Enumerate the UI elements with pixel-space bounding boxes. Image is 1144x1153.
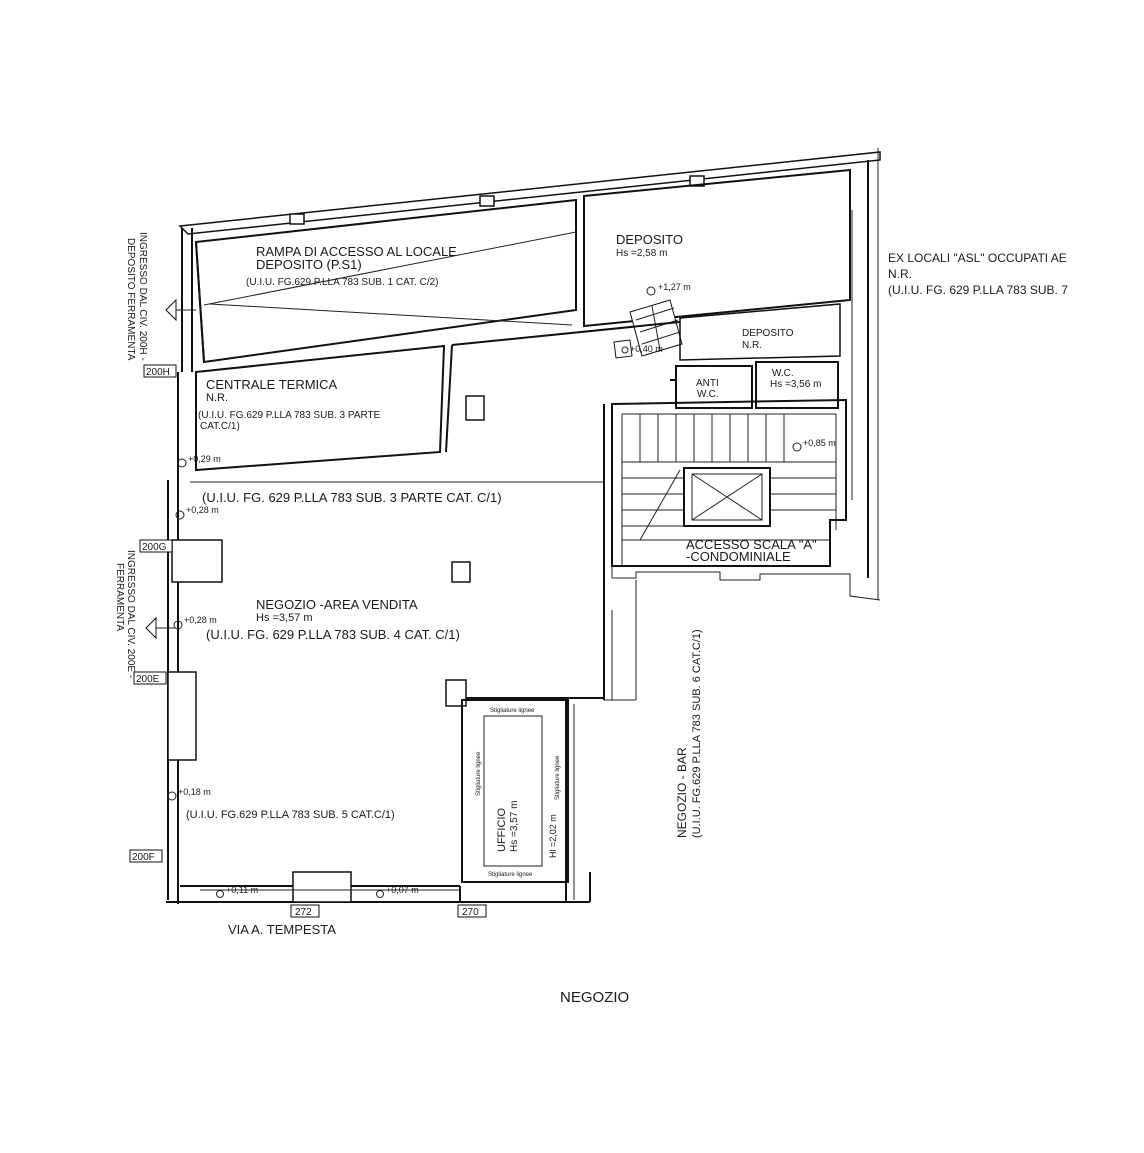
level-018: +0,18 m [178,787,211,797]
sub5-uiu: (U.I.U. FG.629 P.LLA 783 SUB. 5 CAT.C/1) [186,809,395,821]
soppalco-top: Stigliature lignee [490,708,535,714]
deposito-hs: Hs =2,58 m [616,248,667,259]
deposito-nr-title: DEPOSITO [742,328,794,339]
asl-label-1: EX LOCALI "ASL" OCCUPATI AE [888,251,1067,265]
pillar [465,395,485,421]
staircase-a: +0,85 m ACCESSO SCALA "A" -CONDOMINIALE [611,398,881,700]
civic-200g: 200G [142,542,167,553]
civic-200f: 200F [132,852,155,863]
level-marker [646,286,656,296]
room-anti-wc: ANTI W.C. [670,365,753,409]
room-negozio-area: (U.I.U. FG. 629 P.LLA 783 SUB. 3 PARTE C… [167,321,681,898]
level-028b: +0,28 m [184,615,217,625]
rampa-uiu: (U.I.U. FG.629 P.LLA 783 SUB. 1 CAT. C/2… [246,277,439,288]
level-028a: +0,28 m [186,505,219,515]
negozio-title: NEGOZIO -AREA VENDITA [256,597,418,612]
centrale-uiu-1: (U.I.U. FG.629 P.LLA 783 SUB. 3 PARTE [198,410,381,421]
room-deposito: DEPOSITO Hs =2,58 m +1,27 m +0,40 m [583,168,851,359]
entrance-mid-1: INGRESSO DAL CIV. 200E - [125,550,136,678]
negozio-hs: Hs =3,57 m [256,612,313,624]
civic-200e: 200E [136,674,160,685]
room-deposito-nr: DEPOSITO N.R. [679,303,841,361]
room-ufficio: Stigliature lignee Stigliature lignee St… [445,679,636,902]
asl-label-2: N.R. [888,267,912,281]
level-029: +0,29 m [188,454,221,464]
centrale-uiu-2: CAT.C/1) [200,421,240,432]
deposito-title: DEPOSITO [616,232,683,247]
level-011: +0,11 m [226,885,258,895]
anti-wc-label-1: ANTI [696,378,719,389]
bar-label-2: (U.I.U. FG.629 P.LLA 783 SUB. 6 CAT.C/1) [691,629,703,838]
pillar [451,561,471,583]
plan-caption: NEGOZIO [560,989,629,1006]
anti-wc-label-2: W.C. [697,389,719,400]
wc-hs: Hs =3,56 m [770,379,821,390]
level-007: +0,07 m [386,885,419,895]
ufficio-title: UFFICIO [496,808,508,852]
negozio-uiu: (U.I.U. FG. 629 P.LLA 783 SUB. 4 CAT. C/… [206,627,460,642]
sub3-uiu: (U.I.U. FG. 629 P.LLA 783 SUB. 3 PARTE C… [202,490,502,505]
neighbor-labels: EX LOCALI "ASL" OCCUPATI AE N.R. (U.I.U.… [675,251,1068,838]
deposito-level: +1,27 m [658,282,691,292]
civic-200h: 200H [146,367,170,378]
rampa-subtitle: DEPOSITO (P.S1) [256,257,362,272]
entrance-top-1: INGRESSO DAL CIV. 200H - [137,232,148,361]
level-085: +0,85 m [803,438,836,448]
entrance-top-2: DEPOSITO FERRAMENTA [125,238,136,361]
entrance-arrow-icon [145,616,157,640]
civic-272: 272 [295,907,312,918]
room-wc: W.C. Hs =3,56 m [755,361,839,409]
civic-270: 270 [462,907,479,918]
street-name: VIA A. TEMPESTA [228,922,336,937]
wc-title: W.C. [772,368,794,379]
room-rampa: RAMPA DI ACCESSO AL LOCALE DEPOSITO (P.S… [194,198,577,364]
scala-label-1: ACCESSO SCALA "A" [686,537,817,552]
rampa-title: RAMPA DI ACCESSO AL LOCALE [256,244,457,259]
ufficio-hs: Hs =3,57 m [509,801,520,852]
soppalco-left: Stigliature lignee [476,751,482,796]
ufficio-hl: Hl =2,02 m [548,814,558,858]
centrale-subtitle: N.R. [206,392,228,404]
deposito-nr-subtitle: N.R. [742,340,762,351]
walls [166,148,881,904]
entrance-mid-2: FERRAMENTA [114,563,125,631]
stair-level: +0,40 m [630,344,663,354]
bar-label-1: NEGOZIO - BAR [675,747,689,838]
room-centrale-termica: CENTRALE TERMICA N.R. (U.I.U. FG.629 P.L… [177,344,453,472]
scala-label-2: -CONDOMINIALE [686,549,791,564]
entrance-arrow-icon [165,298,177,322]
centrale-title: CENTRALE TERMICA [206,377,338,392]
soppalco-bottom: Stigliature lignee [488,872,533,878]
soppalco-right: Stigliature lignee [555,755,561,800]
civic-tags: 200H 200G 200E 200F 272 270 [129,364,487,918]
asl-label-3: (U.I.U. FG. 629 P.LLA 783 SUB. 7 [888,283,1068,297]
entrances: INGRESSO DAL CIV. 200H - DEPOSITO FERRAM… [114,232,196,678]
